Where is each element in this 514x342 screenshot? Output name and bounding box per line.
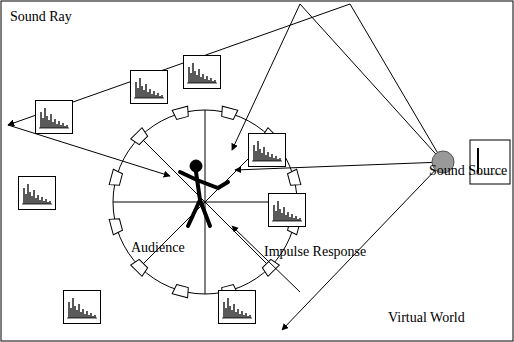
speaker-symbol bbox=[220, 106, 238, 120]
speaker-symbol bbox=[261, 258, 279, 276]
world-label: Virtual World bbox=[387, 310, 466, 326]
speaker-symbol bbox=[287, 169, 301, 187]
speaker-symbol bbox=[131, 258, 149, 276]
audience-label: Audience bbox=[130, 240, 186, 256]
speaker-symbol bbox=[172, 106, 190, 120]
speaker-symbol bbox=[109, 217, 123, 235]
speaker-symbol bbox=[172, 284, 190, 298]
response-label: Impulse Response bbox=[263, 244, 367, 260]
source-label: Sound Source bbox=[428, 163, 508, 179]
speaker-symbol bbox=[131, 128, 149, 146]
ray-label: Sound Ray bbox=[9, 9, 73, 25]
speaker-symbol bbox=[109, 169, 123, 187]
